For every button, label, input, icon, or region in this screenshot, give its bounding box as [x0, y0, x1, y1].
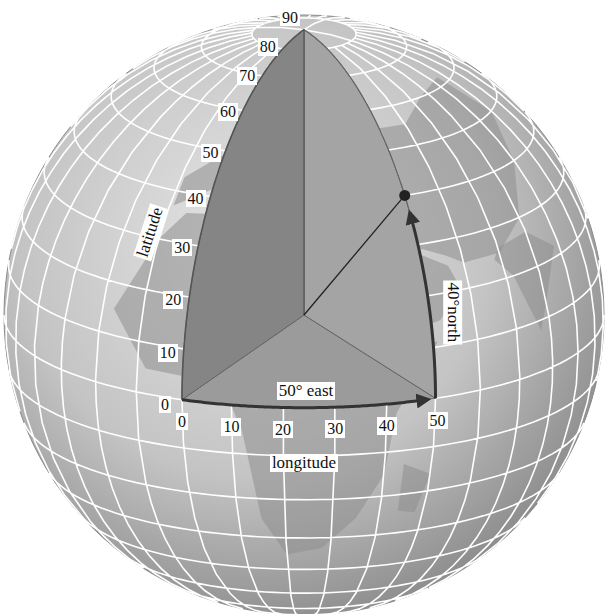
latitude-number: 60	[218, 103, 238, 121]
latitude-number: 40	[186, 190, 206, 208]
meridian-arc	[304, 30, 436, 399]
axis-label: longitude	[270, 454, 338, 473]
latitude-number: 10	[158, 344, 178, 362]
longitude-number: 30	[325, 420, 345, 438]
axis-line	[304, 30, 305, 315]
location-dot	[399, 190, 410, 201]
latitude-number: 90	[280, 9, 300, 27]
meridian-arc	[182, 30, 304, 400]
latitude-number: 20	[163, 291, 183, 309]
arrow-label: 40°north	[444, 280, 463, 344]
latitude-number: 0	[159, 396, 171, 414]
continent-shape	[398, 464, 431, 512]
meridian-plane	[304, 30, 436, 399]
globe	[4, 15, 604, 614]
longitude-number: 10	[221, 418, 241, 436]
prime-meridian-plane	[182, 30, 304, 400]
radius-line	[304, 195, 405, 315]
graticule	[4, 15, 604, 614]
latitude-number: 30	[172, 239, 192, 257]
longitude-arrow	[182, 399, 428, 407]
latitude-number: 70	[237, 67, 257, 85]
latitude-number: 80	[258, 38, 278, 56]
longitude-number: 20	[273, 421, 293, 439]
arrow-label: 50° east	[277, 382, 335, 401]
globe-sphere	[4, 15, 604, 614]
latitude-number: 50	[201, 144, 221, 162]
longitude-number: 0	[176, 413, 188, 431]
continent-shape	[494, 232, 554, 331]
latitude-arrow	[410, 212, 436, 398]
longitude-number: 50	[428, 412, 448, 430]
longitude-number: 40	[377, 417, 397, 435]
